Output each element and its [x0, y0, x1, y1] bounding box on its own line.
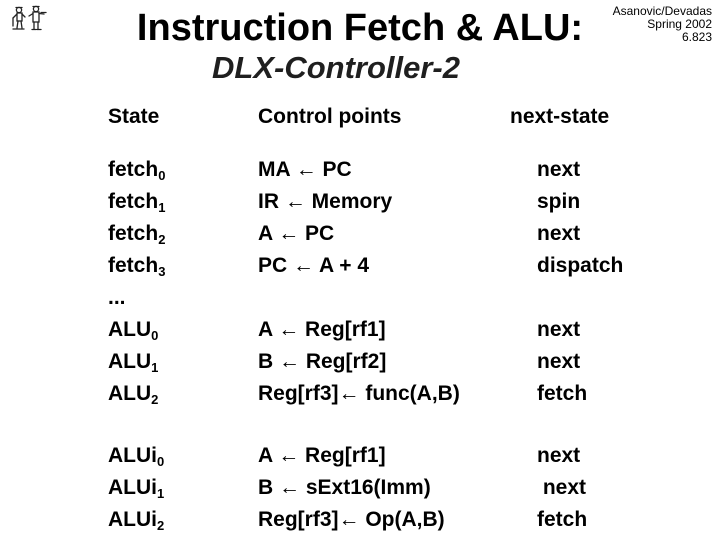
- table-row: fetch1 IR ← Memory spin: [0, 189, 720, 221]
- state-subscript: 0: [151, 328, 159, 343]
- two-figures-logo-icon: [8, 4, 48, 44]
- next-state-cell: next: [537, 444, 581, 467]
- next-state-cell: next: [537, 222, 581, 245]
- state-name: ALU: [108, 382, 152, 405]
- table-row: ALU0 A ← Reg[rf1] next: [0, 317, 720, 349]
- state-name: fetch: [108, 254, 159, 277]
- state-name: fetch: [108, 190, 159, 213]
- table-row: fetch3 PC ← A + 4 dispatch: [0, 253, 720, 285]
- state-subscript: 2: [158, 232, 166, 247]
- state-subscript: 1: [157, 486, 165, 501]
- control-cell: B ← Reg[rf2]: [258, 350, 387, 373]
- state-cell: ALU0: [108, 317, 258, 349]
- table-row: ALUi0 A ← Reg[rf1] next: [0, 443, 720, 475]
- credit-term: Spring 2002: [647, 17, 712, 31]
- next-state-cell: [510, 285, 720, 317]
- table-row: ALU2 Reg[rf3]← func(A,B) fetch: [0, 381, 720, 413]
- state-name: ALUi: [108, 476, 157, 499]
- table-row: ALUi1 B ← sExt16(Imm) next: [0, 475, 720, 507]
- state-subscript: 0: [158, 168, 166, 183]
- state-name: ALUi: [108, 444, 157, 467]
- state-cell: fetch2: [108, 221, 258, 253]
- control-cell: IR ← Memory: [258, 190, 393, 213]
- next-state-cell: next: [537, 158, 581, 181]
- table-row-ellipsis: ...: [0, 285, 720, 317]
- header-next-state: next-state: [510, 105, 610, 128]
- state-subscript: 0: [157, 454, 165, 469]
- page-subtitle: DLX-Controller-2: [212, 50, 460, 85]
- state-cell: fetch0: [108, 157, 258, 189]
- table-row: fetch0 MA ← PC next: [0, 157, 720, 189]
- next-state-cell: dispatch: [537, 254, 624, 277]
- header-state: State: [108, 105, 160, 128]
- state-cell: fetch1: [108, 189, 258, 221]
- credits-block: Asanovic/Devadas Spring 2002 6.823: [613, 5, 712, 44]
- control-cell: [258, 285, 510, 317]
- control-cell: A ← Reg[rf1]: [258, 444, 386, 467]
- page-title: Instruction Fetch & ALU:: [136, 7, 584, 49]
- table-row: ALUi2 Reg[rf3]← Op(A,B) fetch: [0, 507, 720, 539]
- state-name: ALUi: [108, 508, 157, 531]
- state-cell: ALUi0: [108, 443, 258, 475]
- state-cell: ...: [108, 285, 258, 317]
- state-cell: ALU1: [108, 349, 258, 381]
- table-row: ALU1 B ← Reg[rf2] next: [0, 349, 720, 381]
- state-name: fetch: [108, 158, 159, 181]
- state-subscript: 2: [157, 518, 165, 533]
- state-cell: ALUi2: [108, 507, 258, 539]
- state-name: ALU: [108, 318, 152, 341]
- next-state-cell: fetch: [537, 382, 588, 405]
- state-subscript: 1: [151, 360, 159, 375]
- state-name: ALU: [108, 350, 152, 373]
- control-cell: PC ← A + 4: [258, 254, 370, 277]
- state-name: fetch: [108, 222, 159, 245]
- state-cell: fetch3: [108, 253, 258, 285]
- next-state-cell: spin: [537, 190, 581, 213]
- state-subscript: 1: [158, 200, 166, 215]
- next-state-cell: next: [537, 318, 581, 341]
- credit-authors: Asanovic/Devadas: [612, 4, 712, 18]
- control-cell: A ← PC: [258, 222, 335, 245]
- control-cell: A ← Reg[rf1]: [258, 318, 386, 341]
- control-cell: MA ← PC: [258, 158, 352, 181]
- state-name: ...: [108, 286, 126, 309]
- state-cell: ALU2: [108, 381, 258, 413]
- header-control-points: Control points: [258, 105, 402, 128]
- state-cell: ALUi1: [108, 475, 258, 507]
- state-subscript: 3: [158, 264, 166, 279]
- state-table: State Control points next-state fetch0 M…: [0, 104, 720, 539]
- next-state-cell: next: [537, 350, 581, 373]
- control-cell: Reg[rf3]← Op(A,B): [258, 508, 445, 531]
- table-row: fetch2 A ← PC next: [0, 221, 720, 253]
- next-state-cell: fetch: [537, 508, 588, 531]
- state-subscript: 2: [151, 392, 159, 407]
- next-state-cell: next: [537, 476, 587, 499]
- table-header-row: State Control points next-state: [0, 104, 720, 130]
- control-cell: Reg[rf3]← func(A,B): [258, 382, 460, 405]
- control-cell: B ← sExt16(Imm): [258, 476, 431, 499]
- credit-course-number: 6.823: [681, 30, 712, 44]
